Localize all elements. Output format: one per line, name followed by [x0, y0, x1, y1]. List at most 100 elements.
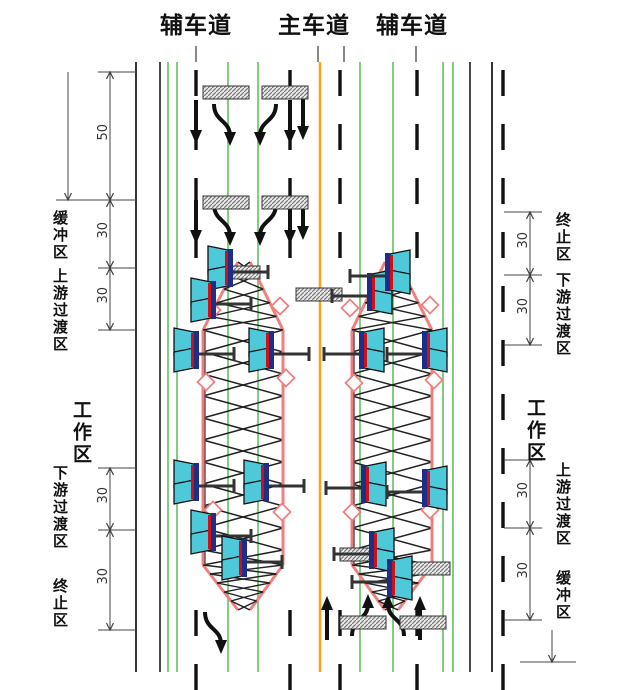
warning-sign-board[interactable]: [385, 465, 448, 511]
taper-left-upper-x: [209, 302, 270, 318]
right-dimension-value: 30: [516, 482, 531, 499]
taper-marker-2: [344, 373, 364, 393]
right-zone-work: 工作区: [524, 398, 546, 464]
taper-left-upper-x: [209, 315, 284, 331]
traffic-arrow-merge-head: [215, 640, 227, 654]
left-dimension-value: 30: [96, 222, 111, 239]
right-dimension-value: 30: [516, 231, 531, 249]
left-dimension-value: 30: [96, 568, 111, 585]
top-label-aux-right: 辅车道: [376, 13, 448, 39]
warning-sign-board[interactable]: [243, 459, 306, 505]
taper-left-lower: [248, 564, 285, 611]
taper-left-lower-x: [230, 591, 264, 602]
taper-left-lower-x: [237, 600, 257, 611]
traffic-arrow-merge-head: [224, 132, 236, 146]
left-dimension-value: 50: [96, 124, 111, 141]
work-barrier-right: [351, 439, 433, 463]
rumble-strip-mark-5: [399, 615, 447, 630]
work-barrier-left: [202, 373, 284, 397]
taper-left-lower-x: [216, 573, 277, 584]
traffic-arrow-merge-head: [254, 132, 266, 146]
right-zone-termination: 终止区: [554, 212, 572, 263]
traffic-arrow-diverge-head: [382, 594, 394, 608]
taper-left-upper-x: [216, 288, 264, 304]
warning-sign-board[interactable]: [190, 509, 253, 555]
taper-right-upper-x: [351, 315, 426, 331]
taper-marker-5: [270, 296, 290, 316]
warning-sign-board[interactable]: [190, 277, 253, 323]
traffic-arrow-down-head: [190, 130, 202, 144]
taper-left-lower-x: [230, 600, 251, 611]
left-zone-buffer: 缓冲区: [51, 210, 69, 261]
taper-marker-9: [272, 502, 292, 522]
left-zone-work: 工作区: [70, 400, 92, 466]
rumble-strip-mark-0: [202, 85, 250, 100]
taper-left-lower-x: [216, 582, 264, 593]
traffic-arrow-merge-head: [224, 232, 236, 246]
warning-sign-board[interactable]: [324, 461, 387, 507]
work-barrier-left: [202, 461, 284, 485]
warning-sign-board[interactable]: [173, 459, 236, 505]
warning-sign-board[interactable]: [348, 249, 411, 295]
work-barrier-right: [351, 351, 433, 375]
taper-left-lower-x: [223, 582, 270, 593]
right-zone-downstream-transition: 下游过渡区: [554, 272, 572, 357]
left-zone-upstream-transition: 上游过渡区: [51, 268, 69, 353]
taper-marker-3: [424, 370, 444, 390]
top-label-main: 主车道: [278, 13, 350, 39]
right-dimension-value: 30: [516, 298, 531, 315]
taper-right-upper-x: [358, 315, 433, 331]
taper-marker-0: [196, 372, 216, 392]
taper-marker-7: [420, 295, 440, 315]
left-dimension-value: 30: [96, 287, 111, 304]
warning-sign-board[interactable]: [207, 245, 270, 291]
warning-sign-board[interactable]: [350, 555, 413, 601]
taper-left-lower: [201, 564, 240, 611]
left-dimension-value: 30: [96, 487, 111, 504]
warning-sign-board[interactable]: [322, 327, 385, 373]
work-barrier-right: [351, 505, 433, 529]
traffic-arrow-down-head: [284, 230, 296, 244]
traffic-arrow-up-head: [321, 596, 333, 610]
left-zone-termination: 终止区: [51, 578, 69, 629]
work-barrier-left: [202, 439, 284, 463]
right-dimension-value: 30: [516, 562, 531, 579]
traffic-arrow-down-head: [190, 230, 202, 244]
traffic-arrow-down-head: [297, 126, 309, 140]
taper-marker-6: [340, 298, 360, 318]
work-barrier-left: [202, 483, 284, 507]
traffic-arrow-merge: [258, 103, 278, 137]
warning-sign-board[interactable]: [385, 327, 448, 373]
rumble-strip-mark-1: [261, 85, 309, 100]
traffic-arrow-down-head: [284, 130, 296, 144]
work-barrier-right: [351, 373, 433, 397]
rumble-strip-mark-4: [339, 615, 387, 630]
work-barrier-left: [202, 505, 284, 529]
work-barrier-left: [202, 395, 284, 419]
rumble-strip-mark-2: [202, 195, 250, 210]
work-barrier-right: [351, 417, 433, 441]
traffic-arrow-down-head: [297, 226, 309, 240]
warning-sign-board[interactable]: [221, 535, 284, 581]
taper-marker-1: [276, 368, 296, 388]
traffic-arrow-diverge-head: [362, 594, 374, 608]
taper-left-lower-x: [223, 591, 257, 602]
taper-left-lower-x: [209, 573, 270, 584]
right-zone-upstream-transition: 上游过渡区: [554, 462, 572, 547]
taper-left-upper-x: [223, 288, 270, 304]
taper-right-lower: [350, 564, 387, 611]
rumble-strip-mark-3: [261, 195, 309, 210]
right-zone-buffer: 缓冲区: [554, 570, 572, 621]
warning-sign-board[interactable]: [248, 327, 311, 373]
work-barrier-right: [351, 395, 433, 419]
traffic-arrow-up-head: [414, 596, 426, 610]
top-label-aux-left: 辅车道: [160, 13, 232, 39]
left-zone-downstream-transition: 下游过渡区: [51, 465, 69, 550]
traffic-arrow-merge: [203, 611, 223, 645]
traffic-arrow-merge-head: [254, 232, 266, 246]
taper-left-upper-x: [202, 315, 277, 331]
warning-sign-board[interactable]: [173, 327, 236, 373]
taper-marker-10: [342, 502, 362, 522]
